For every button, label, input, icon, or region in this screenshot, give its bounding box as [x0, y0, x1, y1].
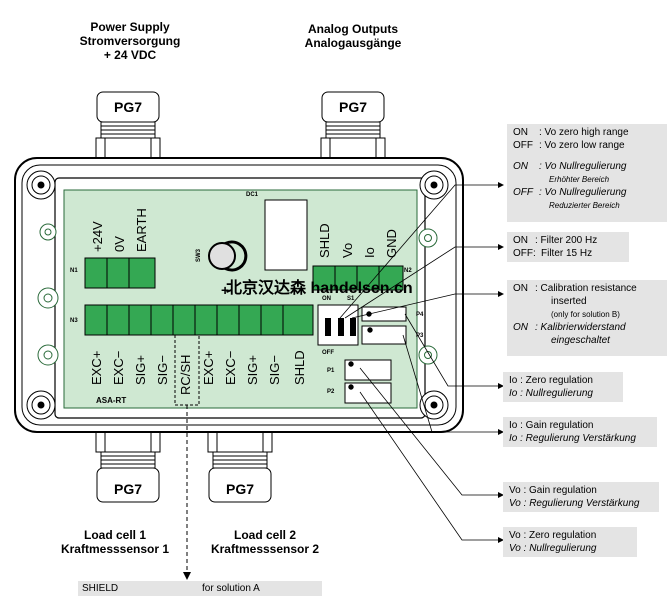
note-calibration: ON : Calibration resistance inserted (onl… — [507, 280, 667, 356]
n3-term-10: SHLD — [292, 350, 307, 385]
power-title-line2: Stromversorgung — [79, 34, 181, 48]
range-l3-val: : Vo Nullregulierung — [539, 161, 627, 172]
io-zero-l1: Io : Zero regulation — [509, 375, 593, 386]
range-l6: Reduzierter Bereich — [549, 201, 620, 210]
calib-l5: eingeschaltet — [551, 335, 610, 346]
switch-s1-label: S1 — [347, 296, 355, 302]
gland-label-top-right: PG7 — [338, 99, 367, 115]
n2-term-4: GND — [384, 229, 399, 258]
filter-l2-key: OFF: — [513, 248, 536, 259]
range-l3-key: ON — [513, 161, 528, 172]
n3-term-1: EXC+ — [89, 350, 104, 385]
calib-l1-val: : Calibration resistance — [535, 283, 637, 294]
n2-term-3: Io — [362, 247, 377, 258]
gland-label-bottom-right: PG7 — [225, 481, 254, 497]
range-l2-key: OFF — [513, 140, 533, 151]
filter-l2-val: Filter 15 Hz — [541, 248, 593, 259]
n1-term-3: EARTH — [134, 208, 149, 252]
n2-term-1: SHLD — [317, 223, 332, 258]
n1-term-2: 0V — [112, 236, 127, 252]
switch-on-label: ON — [322, 296, 331, 302]
range-l5-key: OFF — [513, 187, 533, 198]
n3-term-2: EXC− — [111, 350, 126, 385]
vo-gain-l2: Vo : Regulierung Verstärkung — [509, 498, 640, 509]
note-vo-gain: Vo : Gain regulation Vo : Regulierung Ve… — [503, 482, 659, 512]
load1-line2: Kraftmesssensor 1 — [60, 542, 170, 556]
load-cell-1-title: Load cell 1 Kraftmesssensor 1 — [45, 528, 185, 556]
n2-label: N2 — [404, 268, 412, 274]
io-gain-l2: Io : Regulierung Verstärkung — [509, 433, 636, 444]
io-gain-l1: Io : Gain regulation — [509, 420, 594, 431]
range-l1-key: ON — [513, 127, 528, 138]
p2-label: P2 — [327, 389, 335, 395]
note-vo-zero: Vo : Zero regulation Vo : Nullregulierun… — [503, 527, 637, 557]
calib-l4-key: ON — [513, 322, 528, 333]
filter-l1-val: : Filter 200 Hz — [535, 235, 598, 246]
dc1-label: DC1 — [246, 192, 259, 198]
analog-outputs-title: Analog Outputs Analogausgänge — [283, 22, 423, 50]
calib-l4-val: : Kalibrierwiderstand — [535, 322, 626, 333]
note-io-gain: Io : Gain regulation Io : Regulierung Ve… — [503, 417, 657, 447]
shield-bar-left: SHIELD — [82, 583, 119, 594]
p1-label: P1 — [327, 368, 335, 374]
note-filter: ON : Filter 200 Hz OFF: Filter 15 Hz — [507, 232, 629, 262]
n3-term-6: EXC+ — [201, 350, 216, 385]
model-label: ASA-RT — [96, 396, 127, 405]
calib-l3: (only for solution B) — [551, 310, 620, 319]
switch-off-label: OFF — [322, 350, 334, 356]
p3-label: P3 — [416, 333, 424, 339]
load2-line1: Load cell 2 — [233, 528, 297, 542]
n3-term-4: SIG− — [155, 355, 170, 385]
vo-zero-l1: Vo : Zero regulation — [509, 530, 597, 541]
range-l5-val: : Vo Nullregulierung — [539, 187, 627, 198]
n1-label: N1 — [70, 268, 78, 274]
gland-bottom-right — [207, 429, 273, 503]
power-supply-title: Power Supply Stromversorgung + 24 VDC — [60, 20, 200, 62]
p4-label: P4 — [416, 312, 424, 318]
load-cell-2-title: Load cell 2 Kraftmesssensor 2 — [195, 528, 335, 556]
range-l1-val: : Vo zero high range — [539, 127, 629, 138]
n1-term-1: +24V — [90, 221, 105, 252]
gland-top-right — [320, 91, 386, 161]
n3-term-9: SIG− — [267, 355, 282, 385]
power-title-line1: Power Supply — [90, 20, 170, 34]
n3-label: N3 — [70, 318, 78, 324]
filter-l1-key: ON — [513, 235, 528, 246]
gland-label-top-left: PG7 — [113, 99, 142, 115]
analog-title-line2: Analogausgänge — [304, 36, 402, 50]
analog-title-line1: Analog Outputs — [308, 22, 398, 36]
shield-bar: SHIELD for solution A — [78, 581, 322, 596]
n3-term-5: RC/SH — [178, 354, 193, 395]
load2-line2: Kraftmesssensor 2 — [210, 542, 320, 556]
shield-bar-right: for solution A — [202, 583, 260, 594]
gland-top-left — [95, 91, 161, 161]
note-range: ON : Vo zero high range OFF : Vo zero low … — [507, 124, 667, 222]
vo-zero-l2: Vo : Nullregulierung — [509, 543, 597, 554]
power-title-line3: + 24 VDC — [103, 48, 157, 62]
calib-l1-key: ON — [513, 283, 528, 294]
load1-line1: Load cell 1 — [83, 528, 147, 542]
sw3-label: SW3 — [196, 248, 202, 262]
io-zero-l2: Io : Nullregulierung — [509, 388, 593, 399]
vo-gain-l1: Vo : Gain regulation — [509, 485, 597, 496]
n2-term-2: Vo — [340, 242, 355, 258]
n3-term-3: SIG+ — [133, 355, 148, 385]
range-l2-val: : Vo zero low range — [539, 140, 625, 151]
note-io-zero: Io : Zero regulation Io : Nullregulierun… — [503, 372, 623, 402]
gland-bottom-left — [95, 429, 161, 503]
watermark-text: 北京汉达森 handelsen.cn — [226, 280, 413, 297]
n3-term-7: EXC− — [223, 350, 238, 385]
gland-label-bottom-left: PG7 — [113, 481, 142, 497]
calib-l2: inserted — [551, 296, 587, 307]
plus-label: + — [221, 282, 230, 298]
range-l4: Erhöhter Bereich — [549, 175, 610, 184]
n3-term-8: SIG+ — [245, 355, 260, 385]
